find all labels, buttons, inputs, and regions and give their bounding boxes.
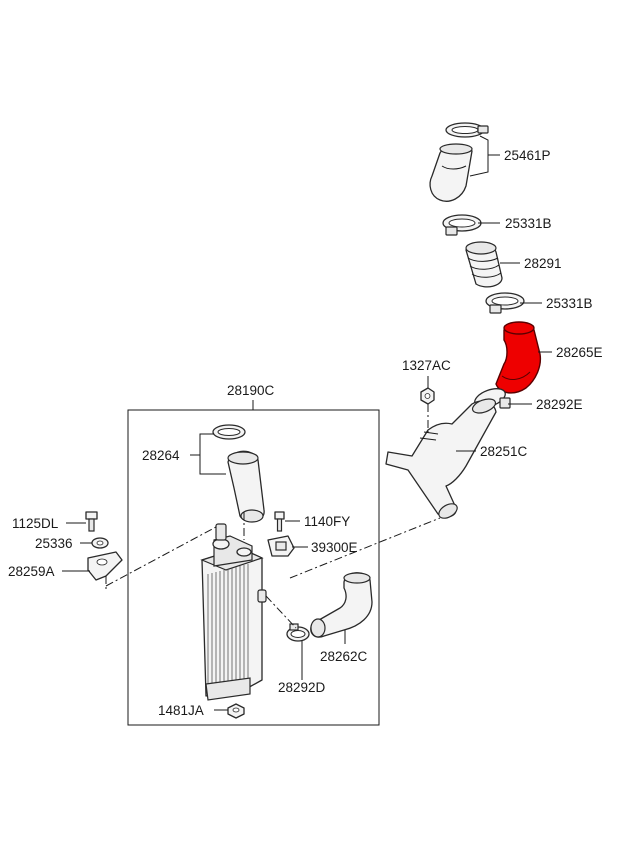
reference-lines	[105, 404, 441, 629]
label-25331B-lower[interactable]: 25331B	[546, 296, 593, 311]
label-1140FY[interactable]: 1140FY	[304, 514, 350, 529]
label-25461P[interactable]: 25461P	[504, 148, 551, 163]
part-25461P-hose[interactable]	[429, 143, 473, 202]
label-28259A[interactable]: 28259A	[8, 564, 55, 579]
label-28292E[interactable]: 28292E	[536, 397, 583, 412]
part-25331B-upper-clamp[interactable]	[442, 214, 482, 236]
part-28265E-hose[interactable]	[495, 321, 542, 394]
part-28259A-bracket[interactable]	[87, 551, 123, 581]
part-labels: 25461P 25331B 28291 25331B 28265E 1327AC…	[8, 148, 603, 718]
part-25331B-lower-clamp[interactable]	[485, 292, 525, 314]
label-28292D[interactable]: 28292D	[278, 680, 326, 695]
label-1125DL[interactable]: 1125DL	[12, 516, 59, 531]
part-39300E-sensor[interactable]	[267, 535, 295, 557]
part-intercooler-core[interactable]	[200, 523, 267, 701]
label-25336[interactable]: 25336	[35, 536, 73, 551]
label-1481JA[interactable]: 1481JA	[158, 703, 204, 718]
part-28264-clamp[interactable]	[212, 424, 246, 440]
label-25331B-upper[interactable]: 25331B	[505, 216, 552, 231]
label-28262C[interactable]: 28262C	[320, 649, 368, 664]
label-28291[interactable]: 28291	[524, 256, 562, 271]
part-28251C-pipe[interactable]	[385, 396, 497, 521]
part-28264-hose[interactable]	[227, 450, 265, 523]
part-28262C-hose[interactable]	[310, 572, 373, 638]
label-28265E[interactable]: 28265E	[556, 345, 603, 360]
label-28190C[interactable]: 28190C	[227, 383, 275, 398]
part-1140FY-bolt[interactable]	[274, 511, 285, 532]
part-28292D-clamp[interactable]	[286, 623, 310, 642]
part-25461P-clamp[interactable]	[445, 122, 489, 138]
part-28291-pipe[interactable]	[465, 241, 503, 288]
label-39300E[interactable]: 39300E	[311, 540, 358, 555]
part-1481JA-nut[interactable]	[227, 703, 245, 719]
label-28264[interactable]: 28264	[142, 448, 180, 463]
part-1125DL-bolt[interactable]	[85, 511, 98, 532]
leader-lines	[62, 135, 552, 711]
label-28251C[interactable]: 28251C	[480, 444, 528, 459]
label-1327AC[interactable]: 1327AC	[402, 358, 451, 373]
intercooler-fins	[207, 564, 249, 684]
part-25336-washer[interactable]	[91, 537, 109, 549]
part-1327AC-nut[interactable]	[420, 387, 435, 405]
